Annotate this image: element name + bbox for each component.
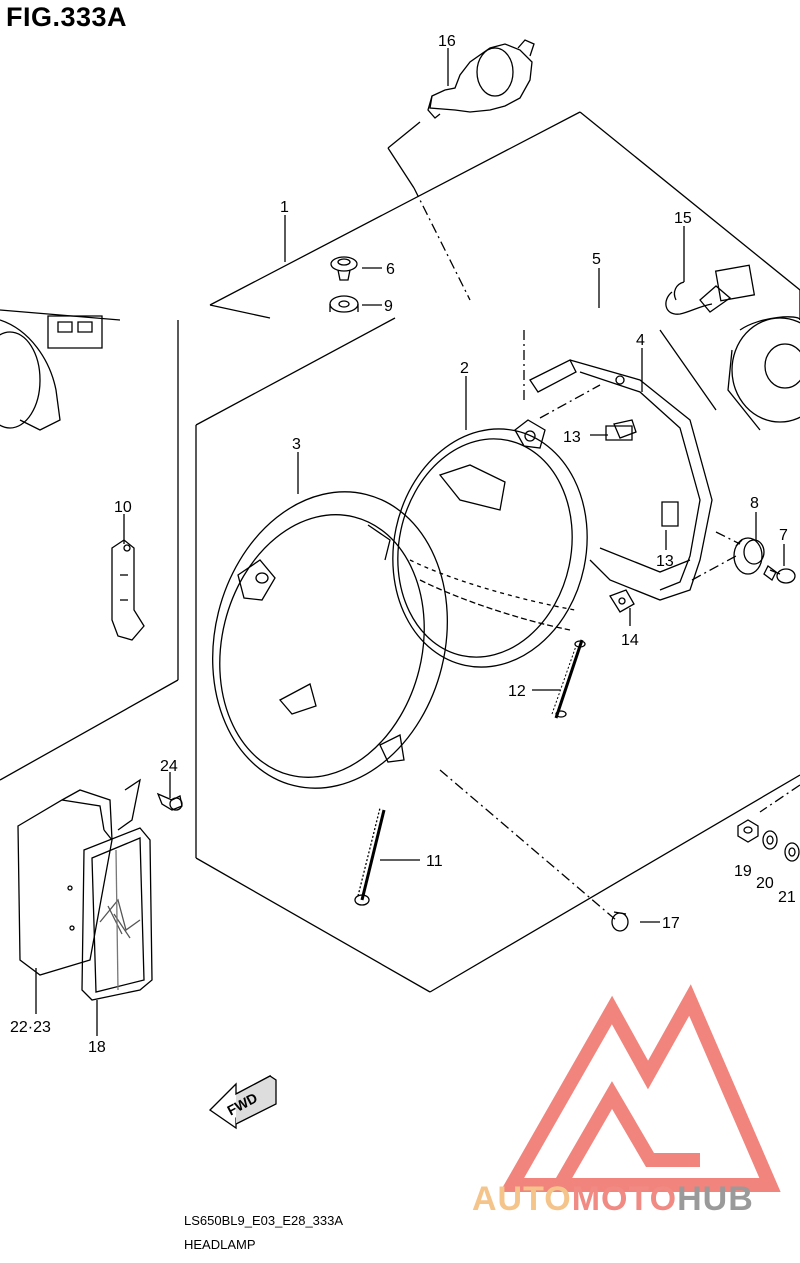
callout-19: 19 <box>734 863 752 880</box>
callout-8: 8 <box>750 495 759 512</box>
headlamp-ring-3 <box>182 467 478 814</box>
bolt-7 <box>764 566 795 583</box>
left-lamp-partial <box>0 316 102 430</box>
brand-watermark-logo <box>512 1000 770 1185</box>
callout-1: 1 <box>280 199 289 216</box>
washer-20 <box>763 831 777 849</box>
brand-part-3: HUB <box>677 1180 754 1218</box>
figure-title: FIG.333A <box>6 2 128 32</box>
screw-11 <box>355 808 384 905</box>
washer-21 <box>785 843 799 861</box>
washer-9 <box>330 296 358 312</box>
callout-22-23: 22·23 <box>10 1019 51 1036</box>
callout-18: 18 <box>88 1039 106 1056</box>
callout-11: 11 <box>426 853 443 870</box>
clip-10 <box>112 540 144 640</box>
callout-17: 17 <box>662 915 680 932</box>
callout-labels: 16 1 6 9 15 5 4 2 13 3 10 8 7 13 14 12 2… <box>10 33 796 1056</box>
screw-17 <box>612 912 628 931</box>
callout-3: 3 <box>292 436 301 453</box>
nut-19 <box>738 820 758 842</box>
reflector-housing-22-23 <box>18 780 140 975</box>
callout-6: 6 <box>386 261 395 278</box>
headlamp-rim-2 <box>371 411 609 686</box>
callout-21: 21 <box>778 889 796 906</box>
brand-watermark-text: AUTOMOTOHUB <box>472 1180 754 1219</box>
callout-4: 4 <box>636 332 645 349</box>
nut-13a <box>614 420 636 438</box>
figure-name: HEADLAMP <box>184 1237 256 1252</box>
callout-7: 7 <box>779 527 788 544</box>
figure-code: LS650BL9_E03_E28_333A <box>184 1213 344 1228</box>
spring-12 <box>552 640 585 718</box>
alignment-lines <box>414 188 800 920</box>
bolt-24 <box>158 794 182 810</box>
callout-9: 9 <box>384 298 393 315</box>
callout-5: 5 <box>592 251 601 268</box>
callout-15: 15 <box>674 210 692 227</box>
callout-16: 16 <box>438 33 456 50</box>
callout-10: 10 <box>114 499 132 516</box>
grommet-8 <box>734 538 764 574</box>
brand-part-1: AUTO <box>472 1180 572 1218</box>
callout-13-upper: 13 <box>563 429 581 446</box>
headlamp-bulb <box>428 40 534 118</box>
callout-24: 24 <box>160 758 178 775</box>
bracket-4 <box>530 360 712 600</box>
callout-20: 20 <box>756 875 774 892</box>
left-frame <box>0 310 178 780</box>
fwd-arrow <box>210 1076 276 1128</box>
callout-14: 14 <box>621 632 639 649</box>
callout-12: 12 <box>508 683 526 700</box>
headlamp-housing-5 <box>660 317 800 430</box>
assembly-outline <box>196 112 800 992</box>
screw-6 <box>331 257 357 280</box>
clip-14 <box>610 590 634 612</box>
connector-15 <box>666 265 754 314</box>
callout-2: 2 <box>460 360 469 377</box>
callout-13-lower: 13 <box>656 553 674 570</box>
reflector-lens-18 <box>82 828 152 1000</box>
leader-lines <box>36 48 784 1036</box>
brand-part-2: MOTO <box>571 1180 678 1218</box>
